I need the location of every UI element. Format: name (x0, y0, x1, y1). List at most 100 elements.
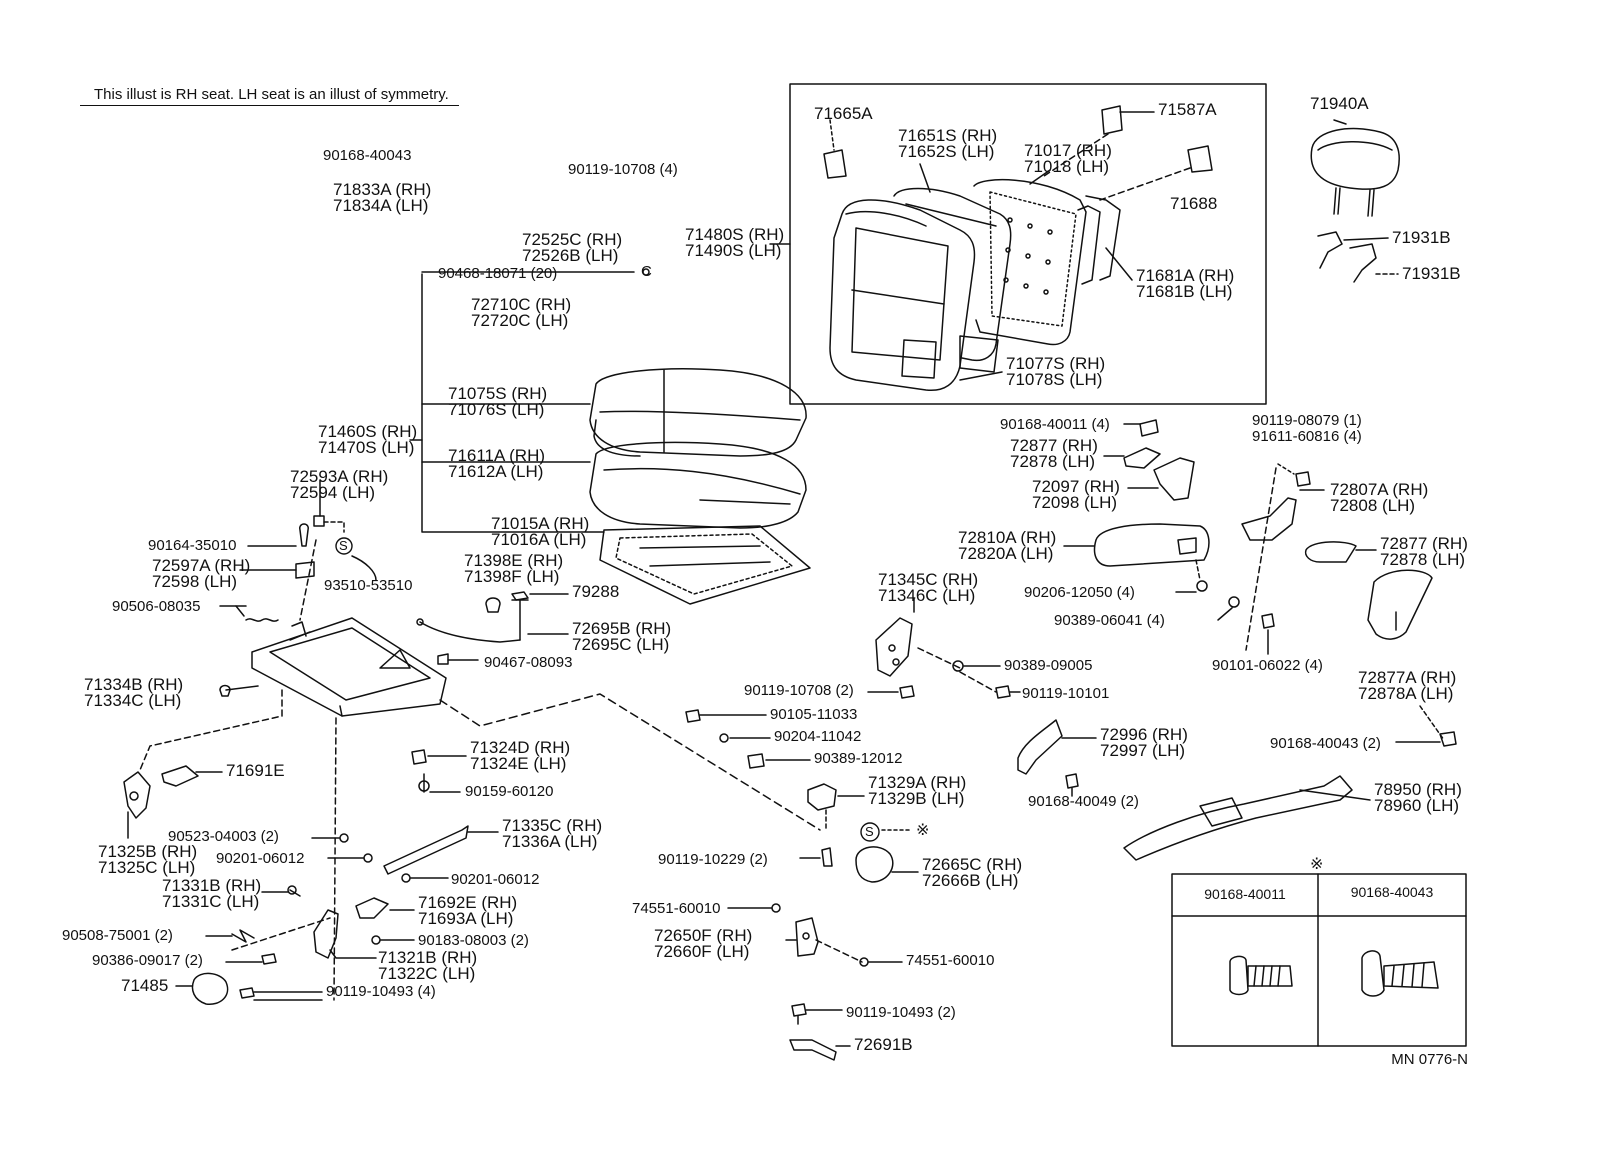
bolt-90168-40011 (1229, 955, 1293, 996)
part-label-p55: 72810A (RH) (958, 528, 1057, 547)
part-label-p23: 90159-60120 (465, 783, 554, 800)
part-label-p20: 71334B (RH) (84, 675, 184, 694)
part-label-p4-line2: 72526B (LH) (522, 246, 619, 265)
part-label-p15: 90506-08035 (112, 598, 201, 615)
spring-90506 (245, 618, 279, 622)
symbol-s-left (335, 537, 353, 555)
pad-71688 (1187, 145, 1213, 173)
part-label-p27-line2: 71325C (LH) (98, 858, 196, 877)
part-label-p61-line2: 72878 (LH) (1380, 550, 1466, 569)
part-label-p41: 90105-11033 (770, 706, 858, 723)
part-label-p37: 71345C (RH) (878, 570, 979, 589)
part-label-p60-line2: 72808 (LH) (1330, 496, 1416, 515)
part-label-p66-line2: 78960 (LH) (1374, 796, 1460, 815)
part-label-p70: 71587A (1158, 100, 1217, 119)
bracket-71691E (161, 765, 199, 787)
part-label-p68: 71651S (RH) (898, 126, 998, 145)
part-label-p11-line2: 72594 (LH) (290, 483, 376, 502)
fastener-table (1171, 873, 1467, 1047)
part-label-p76: 71931B (1392, 228, 1451, 247)
part-label-p27: 71325B (RH) (98, 842, 198, 861)
part-label-p34-line2: 71322C (LH) (378, 964, 476, 983)
bracket-71345 (875, 617, 913, 677)
part-label-p73-line2: 71681B (LH) (1136, 282, 1233, 301)
part-label-p13: 72597A (RH) (152, 556, 251, 575)
part-label-p10-line2: 71016A (LH) (491, 530, 587, 549)
bracket-72996 (1017, 719, 1063, 775)
part-label-p77: 71931B (1402, 264, 1461, 283)
part-label-p69: 71017 (RH) (1024, 141, 1112, 160)
headrest (1310, 119, 1400, 217)
part-label-p54: 72097 (RH) (1032, 477, 1120, 496)
link-71692E (355, 897, 389, 919)
part-label-p14: 93510-53510 (324, 577, 413, 594)
clip-72597 (295, 561, 315, 579)
part-label-p74-line2: 71078S (LH) (1006, 370, 1103, 389)
lever-71485 (191, 972, 229, 1005)
bolt-90164 (299, 523, 309, 547)
table-note-mark: ※ (1310, 856, 1324, 873)
part-label-p72: 71480S (RH) (685, 225, 785, 244)
part-label-p69-line2: 71018 (LH) (1024, 157, 1110, 176)
symbol-s-middle (860, 822, 880, 842)
part-label-p29-line2: 71331C (LH) (162, 892, 260, 911)
part-label-p29: 71331B (RH) (162, 876, 262, 895)
seat-back-cover (829, 199, 976, 392)
part-label-p53: 72877 (RH) (1010, 436, 1098, 455)
pad-71587A (1101, 105, 1123, 135)
part-label-p64: 72996 (RH) (1100, 725, 1188, 744)
bracket-71325 (123, 771, 151, 819)
part-label-p7-line2: 71076S (LH) (448, 400, 545, 419)
part-label-p20-line2: 71334C (LH) (84, 691, 182, 710)
part-label-p26: 71335C (RH) (502, 816, 603, 835)
marker-s-left: S (339, 538, 348, 553)
part-label-p12: 90164-35010 (148, 537, 237, 554)
part-label-p35: 71485 (121, 976, 169, 995)
part-label-p33: 90386-09017 (2) (92, 952, 203, 969)
bracket-71329 (807, 783, 837, 811)
part-label-p24: 90523-04003 (2) (168, 828, 279, 845)
part-label-p44-line2: 71329B (LH) (868, 789, 965, 808)
part-label-p49: 74551-60010 (906, 952, 995, 969)
pad-71665A (823, 149, 847, 179)
part-label-p68-line2: 71652S (LH) (898, 142, 995, 161)
part-label-p62-line2: 72878A (LH) (1358, 684, 1454, 703)
armrest-72810A (1093, 523, 1210, 567)
plate-72691B (789, 1039, 837, 1061)
part-label-p6: 90468-18071 (20) (438, 265, 558, 282)
part-label-p3: 90119-10708 (4) (568, 161, 678, 178)
belt-78950 (1123, 775, 1353, 861)
part-label-p57: 90389-06041 (4) (1054, 612, 1165, 629)
seat-cushion-pad (589, 441, 807, 529)
part-label-p28: 90201-06012 (451, 871, 540, 888)
table-col1-header: 90168-40011 (1204, 886, 1286, 902)
note-mark-middle: ※ (916, 822, 930, 839)
diagram-note: This illust is RH seat. LH seat is an il… (80, 86, 459, 106)
part-label-p56: 90206-12050 (4) (1024, 584, 1135, 601)
part-label-p8: 71460S (RH) (318, 422, 418, 441)
bolt-90168-40043 (1361, 950, 1439, 997)
part-label-p32: 90183-08003 (2) (418, 932, 529, 949)
bracket-72650 (795, 917, 819, 957)
seat-cushion-frame (599, 525, 811, 605)
part-label-p65: 90168-40049 (2) (1028, 793, 1139, 810)
part-label-p18: 72695B (RH) (572, 619, 672, 638)
part-label-p59-line2: 91611-60816 (4) (1252, 428, 1362, 445)
part-label-p34: 71321B (RH) (378, 948, 478, 967)
part-label-p39: 90119-10708 (2) (744, 682, 854, 699)
release-cable (419, 621, 521, 643)
knob-71398 (485, 597, 501, 613)
part-label-p25: 90201-06012 (216, 850, 305, 867)
part-label-p72-line2: 71490S (LH) (685, 241, 782, 260)
part-label-p21: 71691E (226, 761, 285, 780)
part-label-p58: 90101-06022 (4) (1212, 657, 1323, 674)
part-label-p60: 72807A (RH) (1330, 480, 1429, 499)
part-label-p8-line2: 71470S (LH) (318, 438, 415, 457)
part-label-p9-line2: 71612A (LH) (448, 462, 544, 481)
part-label-p40: 90119-10101 (1022, 685, 1110, 702)
part-label-p22-line2: 71324E (LH) (470, 754, 567, 773)
spring-90508 (231, 929, 255, 943)
part-label-p51: 72691B (854, 1035, 913, 1054)
part-label-p74: 71077S (RH) (1006, 354, 1106, 373)
part-label-p36: 90119-10493 (4) (326, 983, 436, 1000)
